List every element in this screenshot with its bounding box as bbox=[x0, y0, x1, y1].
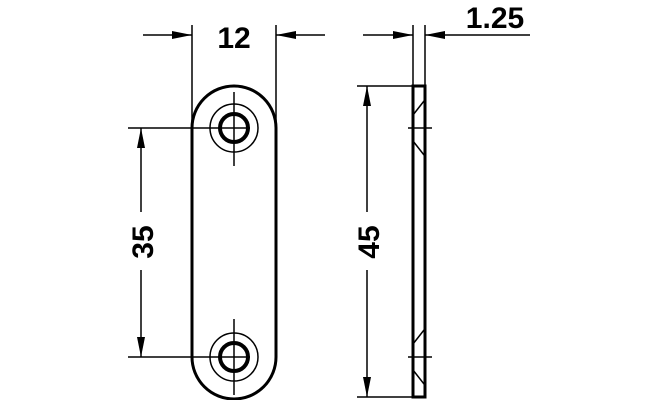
side-view bbox=[408, 84, 432, 399]
width-dimension bbox=[143, 25, 325, 128]
thickness-dimension-label: 1.25 bbox=[466, 2, 524, 35]
front-view bbox=[190, 84, 278, 400]
hole-spacing-dimension-label: 35 bbox=[127, 225, 160, 258]
plate-outline bbox=[190, 84, 278, 400]
side-plate-outline bbox=[411, 84, 427, 399]
width-dimension-label: 12 bbox=[217, 22, 250, 55]
thickness-dimension bbox=[363, 25, 530, 86]
length-dimension-label: 45 bbox=[353, 225, 386, 258]
